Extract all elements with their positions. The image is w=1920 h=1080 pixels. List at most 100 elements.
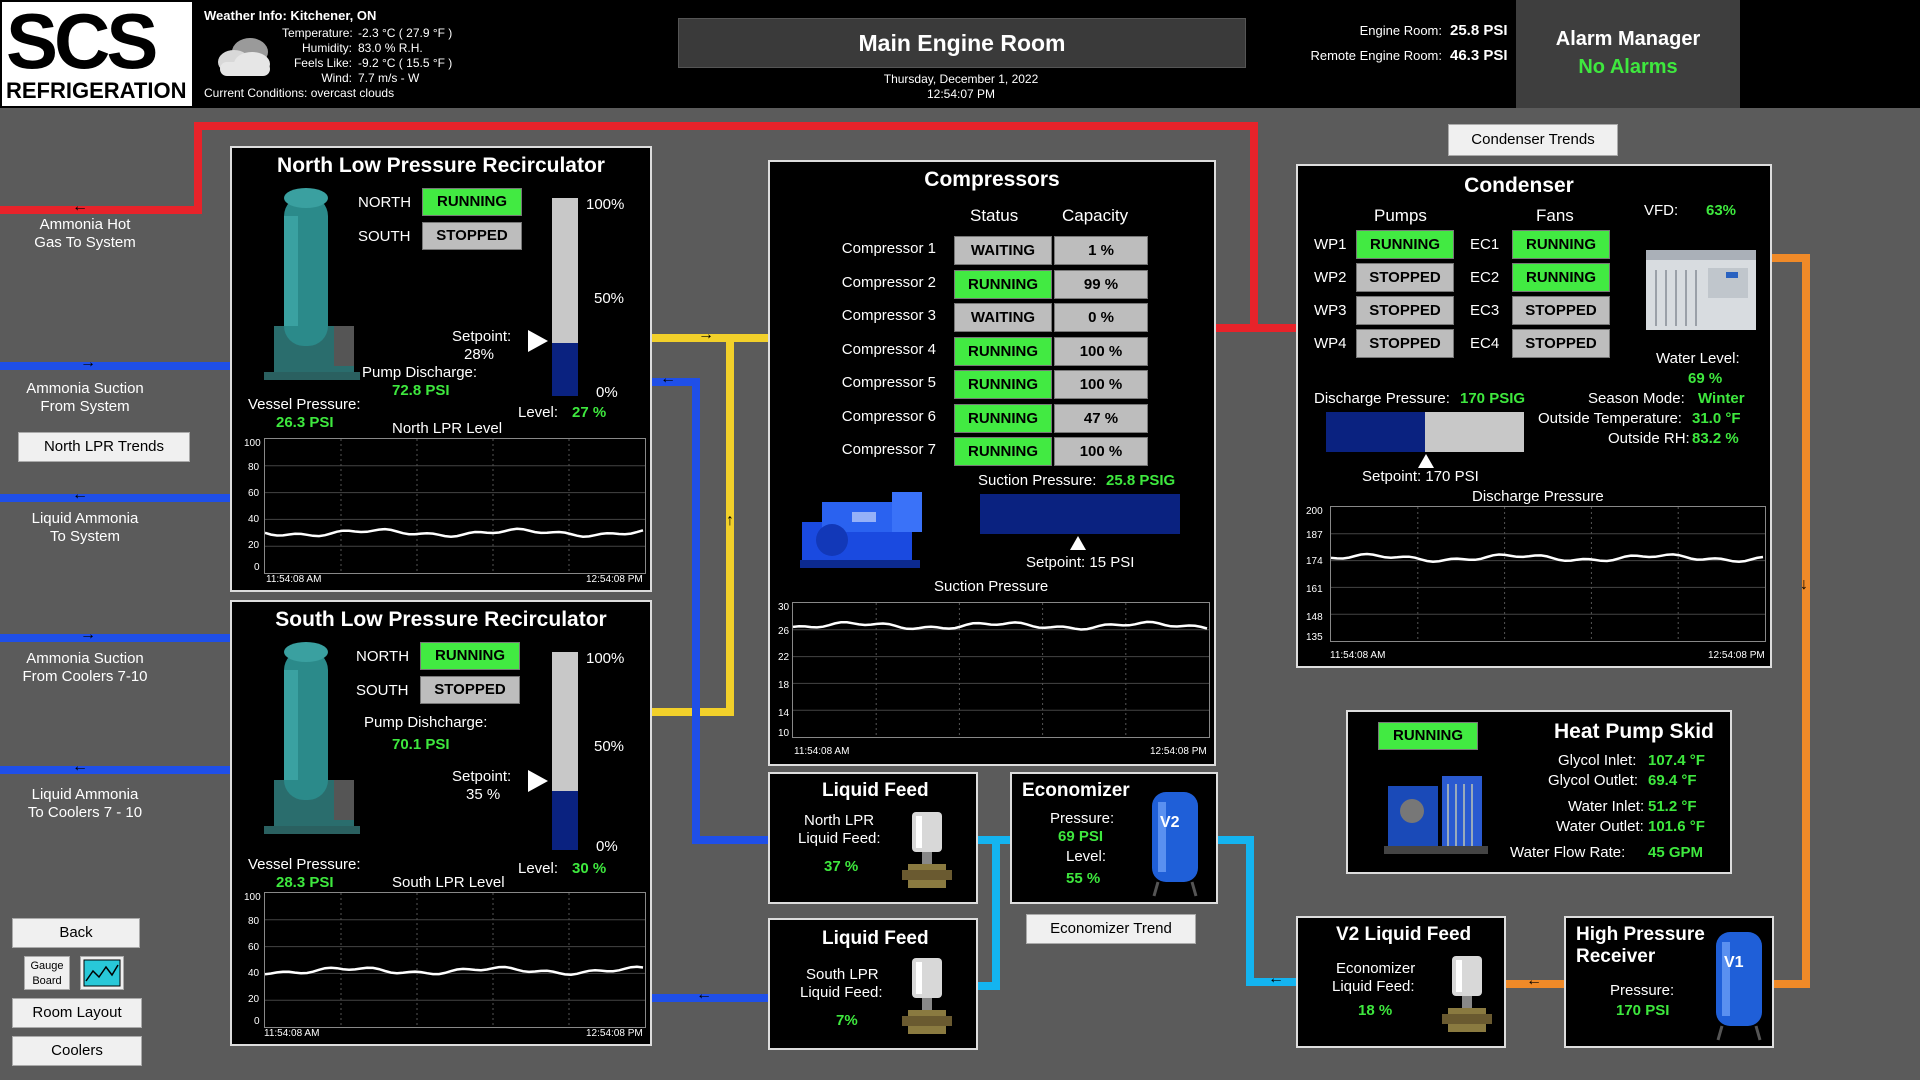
pump-discharge-label: Pump Discharge: bbox=[362, 364, 478, 381]
economizer-panel: Economizer Pressure: 69 PSI Level: 55 % … bbox=[1010, 772, 1218, 904]
north-lpr-trends-button[interactable]: North LPR Trends bbox=[18, 432, 190, 462]
glycol-inlet-value: 107.4 °F bbox=[1648, 752, 1705, 769]
water-outlet-label: Water Outlet: bbox=[1556, 818, 1644, 835]
discharge-bar bbox=[1326, 412, 1524, 452]
liquid-feed-title: Liquid Feed bbox=[822, 780, 929, 801]
pump-status: STOPPED bbox=[1356, 263, 1454, 292]
north-pump-label: NORTH bbox=[358, 194, 412, 211]
arrow-up-icon: ↑ bbox=[726, 512, 734, 529]
pipe-cyan-4 bbox=[1218, 836, 1254, 844]
v2-feed-label1: Economizer bbox=[1336, 960, 1416, 977]
header-date: Thursday, December 1, 2022 bbox=[883, 72, 1039, 86]
logo-top: SCS bbox=[6, 0, 158, 85]
economizer-title: Economizer bbox=[1022, 780, 1130, 801]
pump-name: WP4 bbox=[1314, 335, 1347, 352]
engine-room-value: 25.8 PSI bbox=[1450, 22, 1508, 39]
south-pump-label: SOUTH bbox=[358, 228, 411, 245]
scale-100: 100% bbox=[586, 196, 625, 213]
alarm-manager[interactable]: Alarm Manager No Alarms bbox=[1516, 0, 1740, 108]
south-lpr-panel: South Low Pressure Recirculator NORTH RU… bbox=[230, 600, 652, 1046]
pipe-suction-system bbox=[0, 362, 230, 370]
pumps-header: Pumps bbox=[1374, 206, 1427, 225]
header-time: 12:54:07 PM bbox=[926, 87, 996, 101]
level-label: Level: bbox=[518, 860, 559, 877]
north-pump-status: RUNNING bbox=[420, 642, 520, 670]
outside-temp-label: Outside Temperature: bbox=[1538, 410, 1682, 427]
alarm-title: Alarm Manager bbox=[1555, 28, 1701, 50]
condenser-trends-button[interactable]: Condenser Trends bbox=[1448, 124, 1618, 156]
south-pump-status: STOPPED bbox=[420, 676, 520, 704]
compressor-name: Compressor 5 bbox=[841, 374, 936, 391]
pressure-value: 69 PSI bbox=[1058, 828, 1104, 845]
economizer-trend-button[interactable]: Economizer Trend bbox=[1026, 914, 1196, 944]
vessel-pressure-value: 28.3 PSI bbox=[276, 874, 334, 891]
pump-status: STOPPED bbox=[1356, 329, 1454, 358]
compressor-icon bbox=[792, 482, 942, 582]
suction-trend bbox=[792, 602, 1210, 738]
compressor-name: Compressor 4 bbox=[841, 340, 936, 358]
glycol-outlet-value: 69.4 °F bbox=[1648, 772, 1697, 789]
pump-name: WP1 bbox=[1314, 236, 1347, 253]
arrow-left-icon: ← bbox=[72, 198, 88, 215]
compressor-capacity: 0 % bbox=[1054, 303, 1148, 332]
water-inlet-value: 51.2 °F bbox=[1648, 798, 1697, 815]
compressor-capacity: 47 % bbox=[1054, 403, 1148, 433]
fan-name: EC3 bbox=[1470, 302, 1500, 319]
pipe-orange-3 bbox=[1772, 980, 1810, 988]
season-value: Winter bbox=[1698, 390, 1745, 407]
compressor-name: Compressor 1 bbox=[841, 240, 936, 257]
level-value: 55 % bbox=[1066, 870, 1101, 887]
discharge-label: Discharge Pressure: bbox=[1314, 390, 1450, 407]
valve-icon bbox=[902, 954, 952, 1044]
logo: SCS REFRIGERATION bbox=[2, 0, 192, 106]
heat-pump-panel: RUNNING Heat Pump Skid Glycol Inlet: 107… bbox=[1346, 710, 1732, 874]
trend-title: Suction Pressure bbox=[934, 578, 1049, 595]
compressor-name: Compressor 7 bbox=[841, 441, 936, 458]
scale-50: 50% bbox=[594, 290, 625, 307]
tank-label: V1 bbox=[1724, 954, 1744, 971]
trend-title: North LPR Level bbox=[392, 420, 503, 437]
pipe-liquid-coolers bbox=[0, 766, 230, 774]
pump-status: STOPPED bbox=[1356, 296, 1454, 325]
discharge-trend bbox=[1330, 506, 1766, 642]
pipe-hot-gas-cond bbox=[1214, 324, 1296, 332]
setpoint-marker-icon bbox=[528, 770, 548, 792]
room-layout-button[interactable]: Room Layout bbox=[12, 998, 142, 1028]
compressor-status: WAITING bbox=[954, 236, 1052, 265]
flow-value: 45 GPM bbox=[1648, 844, 1704, 861]
arrow-left-icon: ← bbox=[1268, 970, 1284, 987]
arrow-left-icon: ← bbox=[696, 986, 712, 1003]
cloud-icon bbox=[208, 34, 278, 79]
fan-status: RUNNING bbox=[1512, 230, 1610, 259]
pump-status: RUNNING bbox=[1356, 230, 1454, 259]
tank-label: V2 bbox=[1160, 814, 1180, 831]
south-pump-status: STOPPED bbox=[422, 222, 522, 250]
south-pump-label: SOUTH bbox=[356, 682, 409, 699]
north-lpr-title: North Low Pressure Recirculator bbox=[277, 154, 605, 177]
temp-label: Temperature: bbox=[282, 26, 353, 40]
heat-pump-title: Heat Pump Skid bbox=[1554, 720, 1714, 743]
vessel-pressure-label: Vessel Pressure: bbox=[248, 396, 361, 413]
level-bar bbox=[552, 652, 578, 850]
pump-discharge-value: 72.8 PSI bbox=[392, 382, 450, 399]
pipe-blue-bottom bbox=[692, 836, 770, 844]
north-pump-label: NORTH bbox=[356, 648, 410, 665]
compressor-capacity: 100 % bbox=[1054, 437, 1148, 466]
compressor-status: RUNNING bbox=[954, 437, 1052, 466]
compressor-name: Compressor 3 bbox=[841, 307, 936, 324]
coolers-button[interactable]: Coolers bbox=[12, 1036, 142, 1066]
arrow-right-icon: → bbox=[698, 326, 714, 343]
scale-50: 50% bbox=[594, 738, 625, 755]
trend-chart-icon[interactable] bbox=[80, 956, 124, 990]
back-button[interactable]: Back bbox=[12, 918, 140, 948]
glycol-outlet-label: Glycol Outlet: bbox=[1548, 772, 1639, 789]
flow-label: Water Flow Rate: bbox=[1510, 844, 1626, 861]
arrow-down-icon: ↓ bbox=[1800, 576, 1808, 593]
pump-name: WP2 bbox=[1314, 269, 1347, 286]
compressor-capacity: 99 % bbox=[1054, 269, 1148, 299]
